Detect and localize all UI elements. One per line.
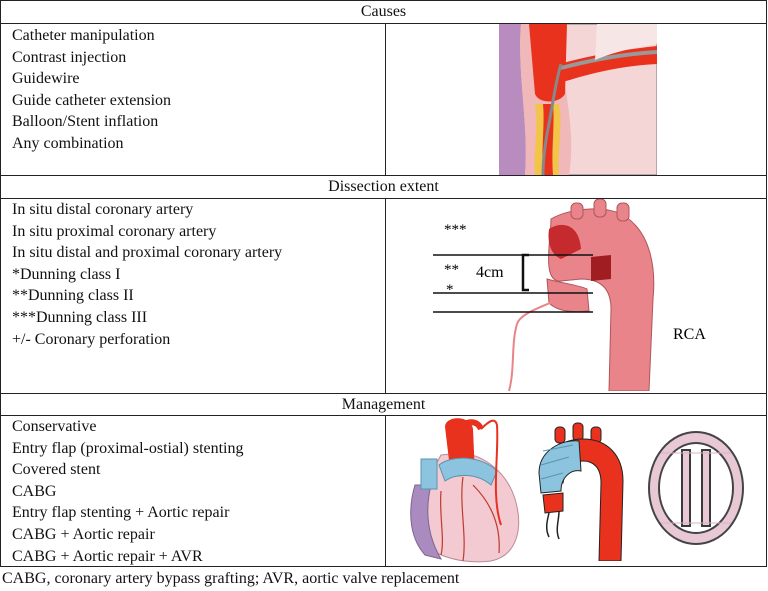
list-item: *Dunning class I — [12, 265, 121, 283]
class1-label: * — [446, 282, 454, 298]
column-divider — [385, 415, 386, 567]
list-item: Contrast injection — [12, 48, 127, 66]
footnote: CABG, coronary artery bypass grafting; A… — [2, 570, 460, 587]
section-divider — [1, 175, 766, 176]
list-item: +/- Coronary perforation — [12, 330, 171, 348]
catheter-illustration — [499, 24, 657, 175]
causes-header: Causes — [1, 1, 766, 24]
list-item: CABG + Aortic repair — [12, 525, 155, 543]
list-item: CABG + Aortic repair + AVR — [12, 547, 203, 565]
list-item: Any combination — [12, 134, 124, 152]
list-item: Conservative — [12, 418, 97, 435]
list-item: Entry flap stenting + Aortic repair — [12, 504, 230, 522]
list-item: Balloon/Stent inflation — [12, 113, 159, 131]
summary-table: Causes Catheter manipulation Contrast in… — [0, 0, 767, 567]
rca-label: RCA — [673, 326, 706, 343]
list-item: Guidewire — [12, 70, 80, 88]
list-item: Guide catheter extension — [12, 91, 172, 109]
class2-label: ** — [444, 262, 459, 278]
management-header: Management — [1, 394, 766, 416]
heart-cabg-illustration — [410, 418, 520, 563]
list-item: CABG — [12, 482, 57, 500]
aortic-graft-illustration — [538, 422, 624, 561]
list-item: Catheter manipulation — [12, 27, 155, 44]
extent-list: In situ distal coronary artery In situ p… — [12, 199, 382, 350]
list-item: In situ distal and proximal coronary art… — [12, 244, 283, 262]
list-item: Covered stent — [12, 461, 101, 479]
list-item: ***Dunning class III — [12, 308, 148, 326]
aorta-dissection-illustration: *** ** * 4cm RCA — [433, 199, 706, 391]
section-divider — [1, 393, 766, 394]
list-item: In situ distal coronary artery — [12, 201, 194, 218]
valve-prosthesis-illustration — [648, 431, 744, 545]
extent-header: Dissection extent — [1, 176, 766, 199]
length-label: 4cm — [476, 264, 504, 281]
list-item: Entry flap (proximal-ostial) stenting — [12, 439, 244, 457]
column-divider — [385, 198, 386, 393]
class3-label: *** — [444, 222, 467, 238]
column-divider — [385, 24, 386, 175]
management-list: Conservative Entry flap (proximal-ostial… — [12, 416, 382, 567]
list-item: In situ proximal coronary artery — [12, 222, 217, 240]
list-item: **Dunning class II — [12, 287, 134, 305]
causes-list: Catheter manipulation Contrast injection… — [12, 25, 382, 155]
